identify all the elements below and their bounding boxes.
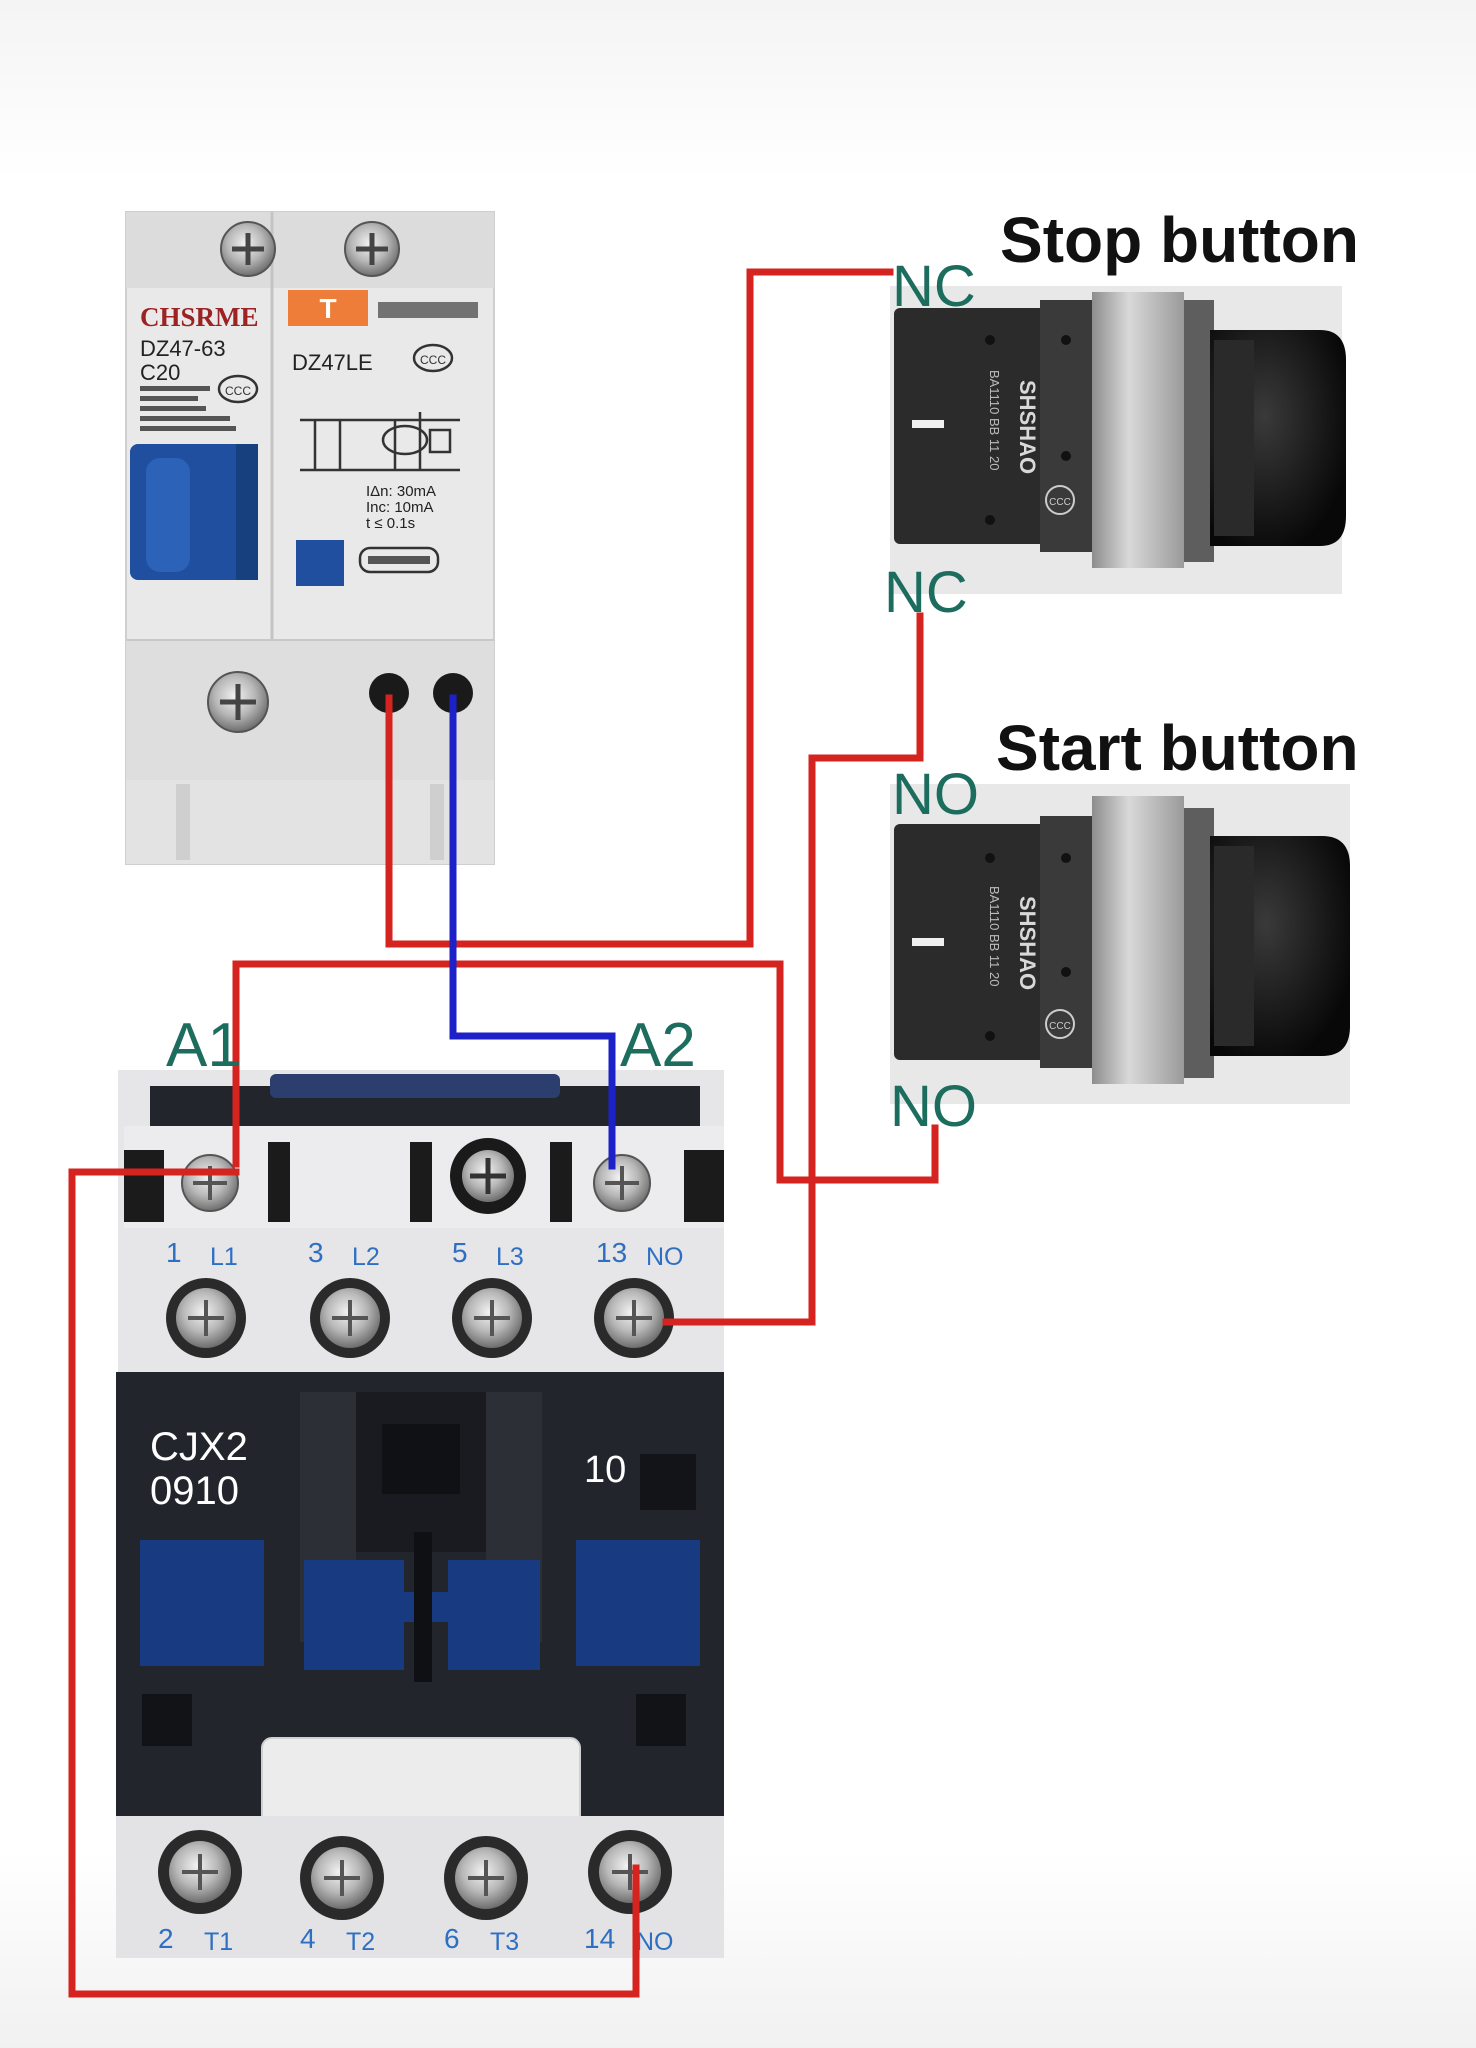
start-bracket (1092, 796, 1184, 1084)
terminal-13-label: 13 (596, 1237, 627, 1268)
rcd-spec-2: Inc: 10mA (366, 499, 434, 516)
contactor: 1 L1 3 L2 5 L3 13 NO CJX2 0910 10 (116, 1070, 724, 1958)
breaker-rating: C20 (140, 360, 180, 385)
ccc-mark-icon: CCC (1045, 1009, 1075, 1039)
blue-panel-1 (140, 1540, 264, 1666)
terminal-14-no-label: NO (636, 1928, 674, 1956)
rcd-spec-3: t ≤ 0.1s (366, 515, 415, 532)
stop-button-model: BA1110 BB 11 20 (987, 370, 1002, 470)
stop-button-label: Stop button (1000, 204, 1359, 276)
ccc-mark-icon: CCC (1045, 485, 1075, 515)
terminal-1-label: 1 (166, 1237, 182, 1268)
terminal-4-label: 4 (300, 1923, 316, 1954)
terminal-5-label: 5 (452, 1237, 468, 1268)
svg-text:T: T (319, 293, 336, 324)
diagram-labels: Stop button Start button NC NC NO NO A1 … (166, 204, 1359, 1139)
blue-panel-4 (576, 1540, 700, 1666)
terminal-2-label: 2 (158, 1923, 174, 1954)
breaker-output-terminal-1[interactable] (369, 673, 409, 713)
breaker-model: DZ47-63 (140, 336, 226, 361)
svg-text:CCC: CCC (1049, 1021, 1071, 1032)
wire-stop-nc-to-start-no (662, 612, 924, 1326)
start-contact-block (894, 824, 1062, 1060)
terminal-4[interactable] (300, 1836, 384, 1920)
terminal-6[interactable] (444, 1836, 528, 1920)
bottom-terminal-row (158, 1830, 672, 1920)
terminal-13-no-label: NO (646, 1243, 684, 1271)
wire-start-no-to-a1 (232, 960, 939, 1184)
contactor-model-line2: 0910 (150, 1469, 239, 1513)
terminal-t3-label: T3 (490, 1928, 519, 1956)
terminal-t2-label: T2 (346, 1928, 375, 1956)
terminal-13[interactable] (594, 1278, 674, 1358)
wire-breaker-to-stop-nc (385, 268, 894, 948)
top-terminal-labels: 1 L1 3 L2 5 L3 13 NO (166, 1237, 684, 1271)
terminal-l3-label: L3 (496, 1243, 524, 1271)
test-button[interactable] (288, 290, 368, 326)
coil-terminal-a2[interactable] (593, 1154, 651, 1212)
center-screw (450, 1138, 526, 1214)
terminal-6-label: 6 (444, 1923, 460, 1954)
circuit-breaker: T CHSRME DZ47-63 C20 CCC DZ47LE CCC (125, 211, 495, 865)
contactor-model-line1: CJX2 (150, 1425, 248, 1469)
start-button-label: Start button (996, 712, 1359, 784)
terminal-14-label: 14 (584, 1923, 615, 1954)
svg-text:CCC: CCC (420, 353, 446, 367)
breaker-top-screw-2 (344, 221, 400, 277)
breaker-output-terminal-2[interactable] (433, 673, 473, 713)
wire-a1-to-terminal-14 (68, 1168, 640, 1998)
svg-text:CCC: CCC (1049, 497, 1071, 508)
wire-neutral-to-a2 (449, 694, 616, 1170)
terminal-3-label: 3 (308, 1237, 324, 1268)
stop-button[interactable]: SHSHAO BA1110 BB 11 20 CCC (890, 286, 1346, 594)
breaker-brand: CHSRME (140, 302, 259, 332)
stop-nc-top-label: NC (892, 254, 976, 319)
stop-nc-bottom-label: NC (884, 560, 968, 625)
stop-bracket (1092, 292, 1184, 568)
rcd-schematic-icon (300, 412, 460, 472)
terminal-2[interactable] (158, 1830, 242, 1914)
terminal-l2-label: L2 (352, 1243, 380, 1271)
rcd-indicator (296, 540, 344, 586)
start-no-bottom-label: NO (890, 1074, 977, 1139)
stop-contact-block (894, 308, 1062, 544)
svg-text:CCC: CCC (225, 384, 251, 398)
wires (68, 268, 939, 1998)
stop-button-brand: SHSHAO (1015, 380, 1040, 474)
blue-panel-2 (304, 1560, 404, 1670)
a2-label: A2 (620, 1011, 696, 1080)
aux-contact-code: 10 (584, 1449, 626, 1491)
rcd-spec-1: IΔn: 30mA (366, 483, 436, 500)
terminal-14[interactable] (588, 1830, 672, 1914)
breaker-bottom-screw (207, 671, 269, 733)
terminal-l1-label: L1 (210, 1243, 238, 1271)
blue-panel-3 (448, 1560, 540, 1670)
rcd-model: DZ47LE (292, 350, 373, 375)
start-button[interactable]: SHSHAO BA1110 BB 11 20 CCC (890, 784, 1350, 1104)
ccc-mark-icon: CCC (412, 343, 454, 373)
terminal-3[interactable] (310, 1278, 390, 1358)
breaker-top-screw-1 (220, 221, 276, 277)
terminal-1[interactable] (166, 1278, 246, 1358)
a1-label: A1 (166, 1011, 242, 1080)
coil-terminal-a1[interactable] (181, 1154, 239, 1212)
start-button-brand: SHSHAO (1015, 896, 1040, 990)
start-no-top-label: NO (892, 762, 979, 827)
terminal-t1-label: T1 (204, 1928, 233, 1956)
terminal-5[interactable] (452, 1278, 532, 1358)
top-terminal-row (166, 1278, 674, 1358)
bottom-terminal-labels: 2 T1 4 T2 6 T3 14 NO (158, 1923, 674, 1956)
ccc-mark-icon: CCC (217, 374, 259, 404)
start-button-model: BA1110 BB 11 20 (987, 886, 1002, 986)
breaker-fine-print (140, 386, 236, 431)
